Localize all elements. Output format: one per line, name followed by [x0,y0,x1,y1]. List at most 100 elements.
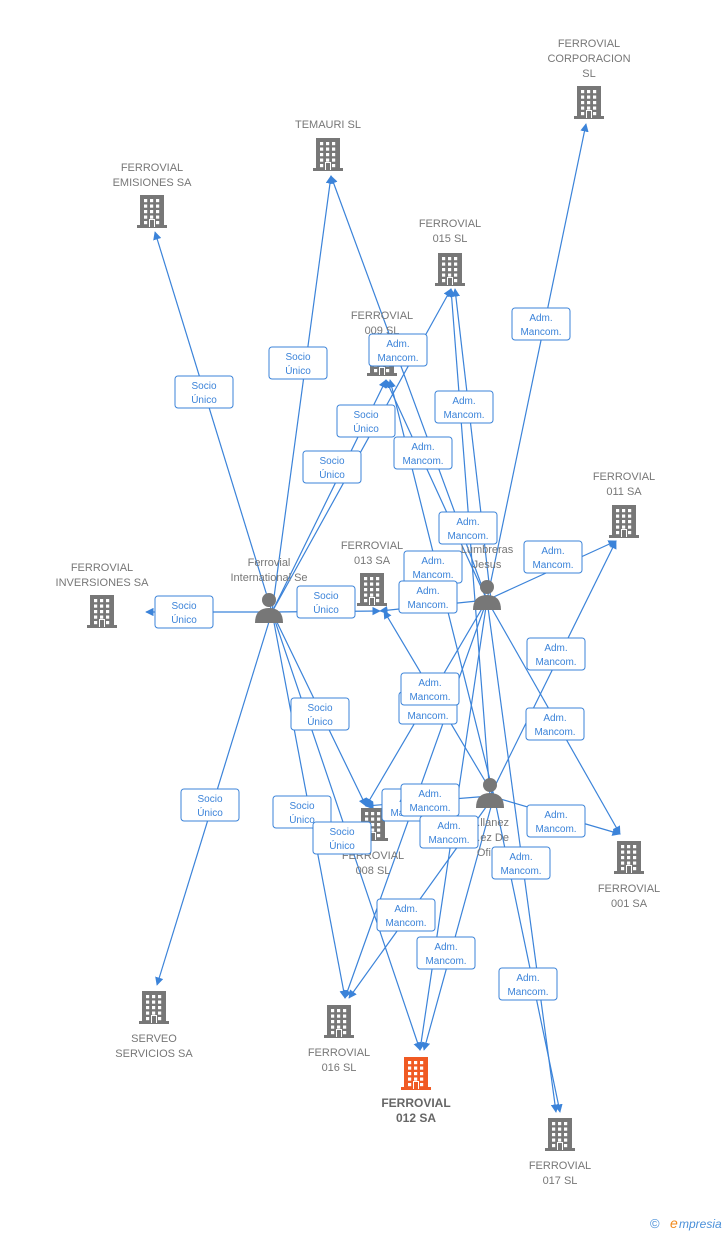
edge-label-lumbreras-f012: Adm.Mancom. [416,936,476,970]
edge-ofiral-to-f012 [421,795,495,1051]
node-label-fis: Ferrovial [248,557,291,569]
edge-label-text: Único [171,613,197,626]
building-icon[interactable] [324,1005,354,1038]
edge-label-text: Adm. [411,442,434,453]
edge-label-text: Adm. [434,942,457,953]
node-label-inversiones: FERROVIAL [71,562,133,574]
edge-label-text: Mancom. [535,657,576,668]
edges-layer [145,123,621,1113]
edge-label-lumbreras-temauri: Adm.Mancom. [368,333,428,367]
building-icon[interactable] [609,505,639,538]
edge-label-text: Adm. [452,396,475,407]
edge-label-text: Adm. [418,789,441,800]
person-icon[interactable] [255,593,283,623]
node-label-ofiral: ...ez De [471,832,509,844]
focus-building-icon[interactable] [401,1057,431,1090]
node-temauri[interactable]: TEMAURI SL [295,119,361,171]
edge-label-text: Mancom. [402,456,443,467]
node-label-corporacion: FERROVIAL [558,38,620,50]
node-label-emisiones: FERROVIAL [121,162,183,174]
node-label-serveo: SERVEO [131,1033,177,1045]
building-icon[interactable] [137,195,167,228]
building-icon[interactable] [313,138,343,171]
edge-labels-layer: SocioÚnicoSocioÚnicoSocioÚnicoSocioÚnico… [154,307,586,1001]
edge-label-text: Adm. [418,678,441,689]
node-inversiones[interactable]: FERROVIAL INVERSIONES SA [56,562,150,628]
node-label-temauri: TEMAURI SL [295,119,361,131]
edge-label-text: Adm. [543,713,566,724]
edge-label-text: Socio [313,591,338,602]
building-icon[interactable] [435,253,465,286]
edge-label-ofiral-f012: Adm.Mancom. [419,815,479,849]
edge-label-text: Único [307,715,333,728]
building-icon[interactable] [87,595,117,628]
copyright-symbol: © [650,1216,660,1231]
edge-lumbreras-to-f015 [451,288,492,601]
node-lumbreras[interactable]: ...zLumbrerasJesus [461,529,514,610]
node-f011[interactable]: FERROVIAL 011 SA [593,471,655,538]
building-icon[interactable] [574,86,604,119]
building-icon[interactable] [545,1118,575,1151]
edge-label-lumbreras-corporacion: Adm.Mancom. [511,307,571,341]
brand-initial: e [670,1215,678,1231]
edge-label-text: Adm. [516,973,539,984]
edge-label-text: Mancom. [507,987,548,998]
edge-label-text: Mancom. [535,824,576,835]
edge-label-text: Único [191,393,217,406]
building-icon[interactable] [614,841,644,874]
node-label-fis: International Se [230,572,307,584]
node-label-f012: FERROVIAL [381,1096,450,1110]
building-icon[interactable] [357,573,387,606]
edge-label-text: Adm. [456,517,479,528]
edge-label-text: Socio [329,827,354,838]
edge-label-text: Adm. [544,810,567,821]
edge-label-text: Mancom. [412,570,453,581]
person-icon[interactable] [473,580,501,610]
edge-label-text: Mancom. [407,600,448,611]
edge-label-lumbreras-f017: Adm. Mancom. [498,967,558,1001]
edge-label-text: Adm. [394,904,417,915]
edge-label-text: Socio [197,794,222,805]
edge-label-text: Mancom. [500,866,541,877]
edge-label-ofiral-f011: Adm. Mancom. [526,637,586,671]
node-label-f011: 011 SA [606,486,642,498]
node-label-f011: FERROVIAL [593,471,655,483]
edge-fis-to-temauri [271,175,335,613]
node-label-f016: 016 SL [322,1062,357,1074]
edge-label-text: Adm. [541,546,564,557]
edge-label-text: Mancom. [409,692,450,703]
node-label-inversiones: INVERSIONES SA [56,577,150,589]
building-icon[interactable] [139,991,169,1024]
edge-label-text: Adm. [544,643,567,654]
edge-label-text: Único [353,422,379,435]
edge-label-ofiral-f009: Adm.Mancom. [398,580,458,614]
node-label-corporacion: CORPORACION [547,53,630,65]
edge-lumbreras-to-f009 [385,379,488,601]
edge-label-text: Mancom. [385,918,426,929]
edge-label-lumbreras-f001: Adm.Mancom. [525,707,585,741]
person-icon[interactable] [476,778,504,808]
edge-label-lumbreras-f015: Adm.Mancom. [434,390,494,424]
node-label-f012: 012 SA [396,1111,436,1125]
edge-label-ofiral-f015: Adm.Mancom. [438,511,498,545]
edge-label-text: Adm. [529,313,552,324]
